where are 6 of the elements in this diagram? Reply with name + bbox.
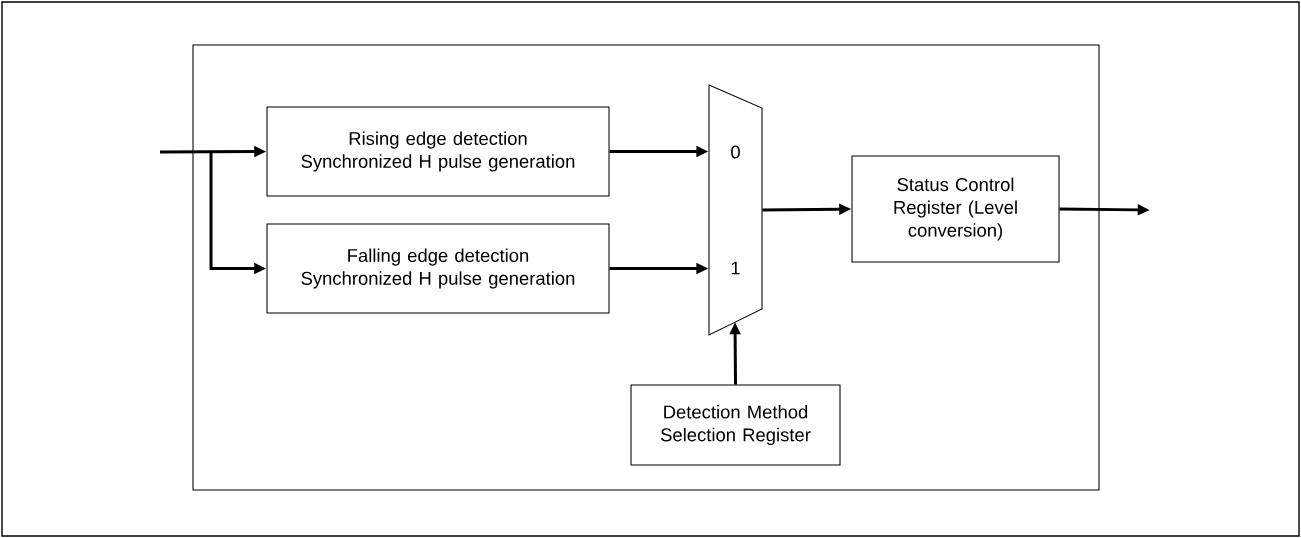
process-box: Rising edge detection Synchronized H pulse generation [266, 106, 610, 197]
process-box: Falling edge detection Synchronized H pulse generation [266, 223, 610, 314]
block-frame [192, 44, 1100, 491]
register-box: Detection Method Selection Register [630, 384, 841, 466]
register-box: Status Control Register (Level conversion) [851, 155, 1060, 263]
multiplexer: 0 1 [708, 84, 763, 336]
